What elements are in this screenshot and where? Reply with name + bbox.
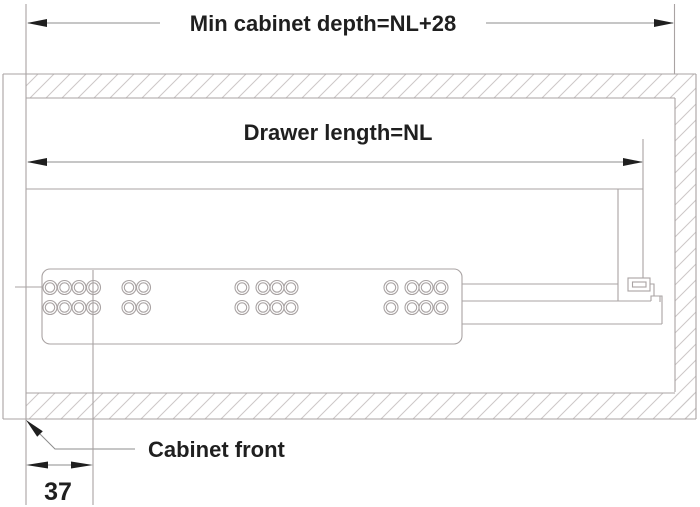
arrow-left-icon [26,461,48,469]
mounting-hole [59,302,70,313]
leader-line [39,433,135,450]
mounting-hole [383,279,399,296]
mounting-hole [420,282,432,293]
arrow-right-icon [71,461,93,469]
mounting-hole [236,302,248,313]
mounting-hole [123,302,135,313]
label-cabinet-front: Cabinet front [26,420,286,462]
mounting-hole [385,302,397,313]
mounting-hole [435,282,447,293]
arrow-left-icon [27,158,47,166]
min-cabinet-depth-label: Min cabinet depth=NL+28 [190,11,457,36]
mounting-hole [135,299,152,316]
arrow-left-icon [27,19,47,27]
drawer-runner [15,268,663,345]
mounting-hole [59,282,70,293]
mounting-hole [433,279,449,296]
front-offset-value: 37 [44,478,72,506]
leader-arrow-icon [26,420,43,437]
drawer-outline [26,139,644,301]
dim-drawer-length: Drawer length=NL [27,120,643,166]
cabinet-front-label: Cabinet front [148,437,286,462]
mounting-hole [135,279,152,296]
mounting-hole [433,299,449,316]
mounting-hole [406,282,418,293]
mounting-hole [420,302,432,313]
cabinet-back-panel [675,74,696,419]
mounting-hole [73,302,85,313]
mounting-hole [234,299,250,316]
mounting-hole [418,299,434,316]
mounting-hole [257,302,269,313]
mounting-hole [234,279,250,296]
mounting-hole [285,302,297,313]
mounting-hole [236,282,248,293]
mounting-hole [435,302,447,313]
arrow-right-icon [623,158,643,166]
mounting-hole [123,282,135,293]
drawer-length-label: Drawer length=NL [244,120,433,145]
dim-min-cabinet-depth: Min cabinet depth=NL+28 [25,4,676,505]
mounting-hole [73,282,85,293]
mounting-hole [44,282,56,293]
mounting-hole [418,279,434,296]
mounting-hole [257,282,269,293]
dim-front-offset: 37 [26,270,94,506]
mounting-hole [383,299,399,316]
cabinet-bottom-panel [26,393,696,419]
mounting-hole [271,282,283,293]
cabinet-carcass [2,73,697,420]
rear-bracket-slot [631,281,647,288]
mounting-hole [285,282,297,293]
mounting-hole [406,302,418,313]
mounting-hole [138,302,149,313]
runner-front-profile [41,268,463,345]
mounting-hole [283,279,299,296]
mounting-hole [271,302,283,313]
cabinet-top-panel [26,74,675,98]
rear-mounting-bracket [627,277,651,292]
rear-hook [650,283,661,302]
mounting-hole [138,282,149,293]
mounting-hole [283,299,299,316]
mounting-hole [44,302,56,313]
mounting-hole [385,282,397,293]
arrow-right-icon [654,19,674,27]
